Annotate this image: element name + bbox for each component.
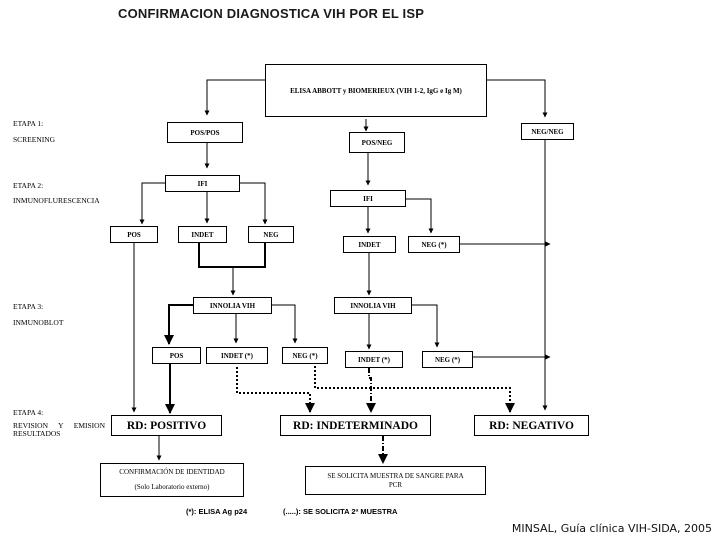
pcr-sample-box: SE SOLICITA MUESTRA DE SANGRE PARA PCR [305,466,486,495]
identity-confirmation-note: (Solo Laboratorio externo) [134,483,210,491]
edge-elisa-to-negneg [487,79,548,118]
stage-2-description: INMUNOFLURESCENCIA [13,196,100,205]
pos-blot-box: POS [152,347,201,364]
pos-ifi-box: POS [110,226,158,243]
diagram-title: CONFIRMACION DIAGNOSTICA VIH POR EL ISP [118,6,425,21]
identity-confirmation-box: CONFIRMACIÓN DE IDENTIDAD (Solo Laborato… [100,463,244,497]
elisa-label: ELISA ABBOTT y BIOMERIEUX (VIH 1-2, IgG … [290,86,462,95]
ifi-right-box: IFI [330,190,406,207]
edge-indetstar2-to-indeterminado [366,368,376,413]
footnote-dots: (.....): SE SOLICITA 2ª MUESTRA [283,507,398,516]
pos-neg-box: POS/NEG [349,132,405,153]
stage-1-number: ETAPA 1: [13,119,44,128]
edge-innolia-to-negstar [272,304,298,344]
pos-blot-label: POS [169,351,184,360]
stage-3-number: ETAPA 3: [13,302,44,311]
identity-confirmation-title: CONFIRMACIÓN DE IDENTIDAD [119,468,225,476]
ifi-left-box: IFI [165,175,240,192]
neg-star-blot-right-box: NEG (*) [422,351,473,368]
indet-star-blot-left-label: INDET (*) [221,351,253,360]
pos-pos-box: POS/POS [167,122,243,143]
innolia-left-box: INNOLIA VIH [193,297,272,314]
stage-4-label: ETAPA 4: REVISION Y EMISION RESULTADOS [13,408,105,438]
innolia-left-label: INNOLIA VIH [209,301,256,310]
pos-pos-label: POS/POS [190,128,220,137]
neg-ifi-left-box: NEG [248,226,294,243]
stage-1-label: ETAPA 1: SCREENING [13,119,55,145]
neg-star-blot-right-label: NEG (*) [434,355,461,364]
result-positivo-label: RD: POSITIVO [126,419,207,432]
ifi-right-label: IFI [363,194,373,203]
result-positivo-box: RD: POSITIVO [111,415,222,436]
stage-4-number: ETAPA 4: [13,408,44,417]
edge-elisa-to-pospos [204,79,265,116]
stage-2-number: ETAPA 2: [13,181,44,190]
result-indeterminado-box: RD: INDETERMINADO [280,415,431,436]
indet-ifi-right-label: INDET [358,240,381,249]
pos-neg-label: POS/NEG [361,138,393,147]
edge-negstar-to-negativo [314,366,515,413]
innolia-right-label: INNOLIA VIH [350,301,396,310]
edge-ifi-to-neg [240,182,268,225]
neg-neg-box: NEG/NEG [521,123,574,140]
neg-neg-label: NEG/NEG [531,127,564,136]
result-negativo-box: RD: NEGATIVO [474,415,589,436]
edge-indet-neg-merge [198,243,266,268]
neg-star-ifi-right-box: NEG (*) [408,236,460,253]
indet-ifi-left-box: INDET [178,226,227,243]
footnote-star: (*): ELISA Ag p24 [186,507,248,516]
stage-3-description: INMUNOBLOT [13,318,64,327]
indet-star-blot-right-label: INDET (*) [358,355,390,364]
neg-ifi-left-label: NEG [263,230,279,239]
stage-1-description: SCREENING [13,135,56,144]
indet-ifi-left-label: INDET [191,230,214,239]
indet-ifi-right-box: INDET [343,236,396,253]
pcr-sample-line1: SE SOLICITA MUESTRA DE SANGRE PARA [327,471,464,480]
ifi-left-label: IFI [197,179,208,188]
source-credit: MINSAL, Guía clínica VIH-SIDA, 2005 [511,522,712,535]
edge-ifi2-to-negstar [406,198,434,234]
result-negativo-label: RD: NEGATIVO [489,419,574,432]
pcr-sample-line2: PCR [388,480,403,489]
edge-innolia2-to-negstar [412,304,440,348]
result-indeterminado-label: RD: INDETERMINADO [293,419,418,432]
pos-ifi-label: POS [127,230,141,239]
edge-ifi-to-pos [139,182,165,225]
stage-2-label: ETAPA 2: INMUNOFLURESCENCIA [13,181,100,206]
neg-star-ifi-right-label: NEG (*) [421,240,447,249]
edge-indetstar-to-indeterminado [236,367,315,413]
indet-star-blot-right-box: INDET (*) [345,351,403,368]
edge-innolia-to-pos [164,304,193,345]
innolia-right-box: INNOLIA VIH [334,297,412,314]
neg-star-blot-left-box: NEG (*) [282,347,328,364]
indet-star-blot-left-box: INDET (*) [206,347,268,364]
elisa-box: ELISA ABBOTT y BIOMERIEUX (VIH 1-2, IgG … [265,64,487,117]
stage-4-description: REVISION Y EMISION RESULTADOS [13,421,105,438]
stage-3-label: ETAPA 3: INMUNOBLOT [13,302,63,328]
neg-star-blot-left-label: NEG (*) [292,351,318,360]
